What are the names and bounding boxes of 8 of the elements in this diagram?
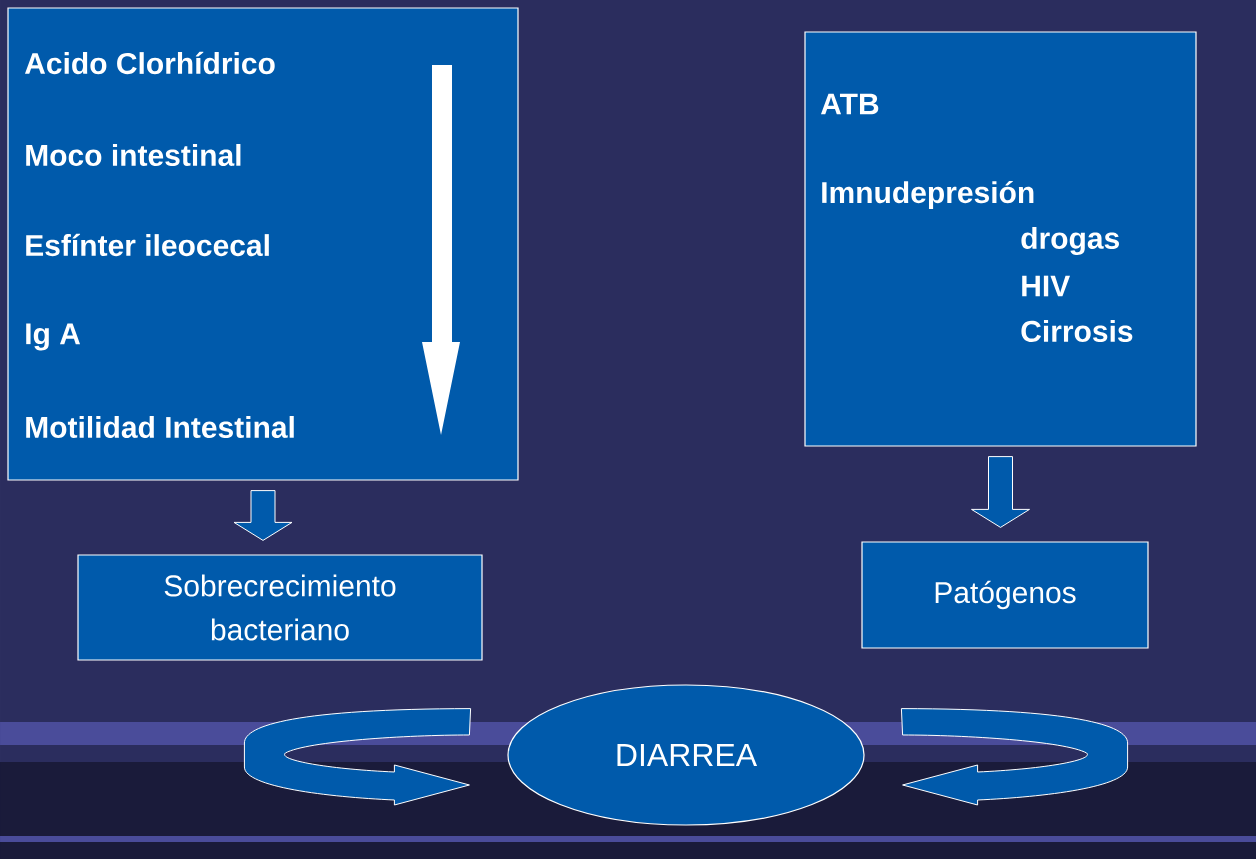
process-box: Patógenos	[861, 541, 1149, 649]
block-arrow	[971, 456, 1030, 528]
process-box: Sobrecrecimiento bacteriano	[77, 554, 483, 661]
curved-arrow	[243, 708, 472, 806]
block-arrow	[233, 490, 293, 541]
curved-arrow	[900, 708, 1129, 806]
list-box: Acido Clorhídrico Moco intestinal Esfínter ileocecal Ig A Motilidad Intestinal	[7, 7, 519, 481]
list-box: ATB Imnudepresión drogas HIV Cirrosis	[804, 31, 1197, 447]
